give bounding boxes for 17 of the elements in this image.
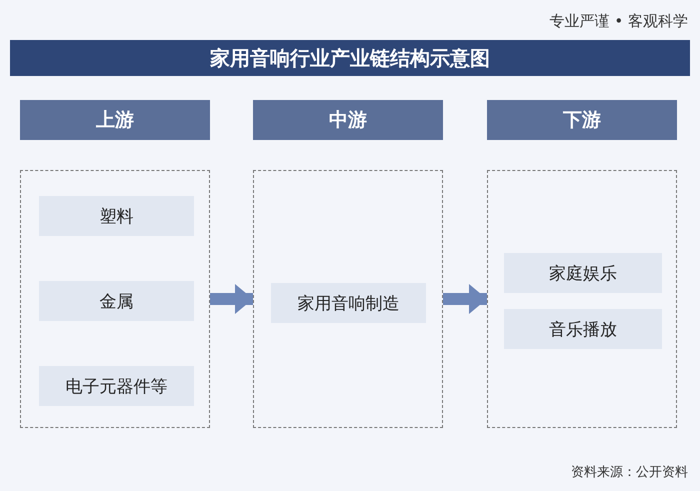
stage-header: 中游 — [253, 100, 443, 140]
stage-header: 上游 — [20, 100, 210, 140]
item-box: 塑料 — [39, 196, 194, 236]
item-box: 家用音响制造 — [271, 283, 426, 323]
dashed-group-box — [253, 170, 443, 428]
arrow — [210, 284, 253, 314]
dashed-group-box — [20, 170, 210, 428]
title-banner: 家用音响行业产业链结构示意图 — [10, 40, 690, 76]
stage-header: 下游 — [487, 100, 677, 140]
dashed-group-box — [487, 170, 677, 428]
tagline: 专业严谨 • 客观科学 — [550, 12, 688, 31]
item-box: 电子元器件等 — [39, 366, 194, 406]
item-box: 金属 — [39, 281, 194, 321]
item-box: 音乐播放 — [504, 309, 662, 349]
item-box: 家庭娱乐 — [504, 253, 662, 293]
source-note: 资料来源：公开资料 — [571, 464, 688, 481]
arrow — [443, 284, 487, 314]
